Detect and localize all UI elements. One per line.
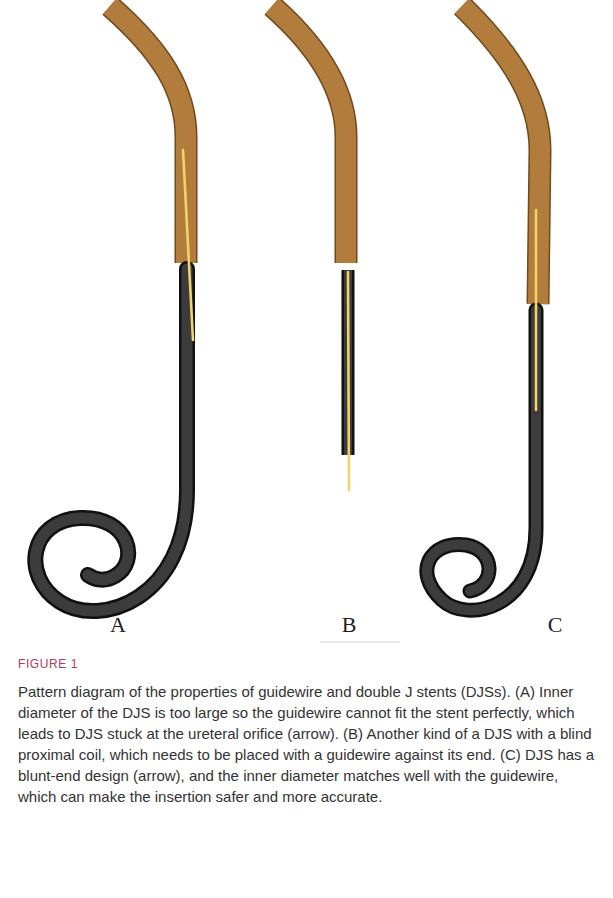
panel-letter: A — [103, 612, 133, 638]
scale-line — [320, 641, 400, 643]
panel-letter: C — [540, 612, 570, 638]
guidewires — [183, 150, 536, 490]
double-j-stents — [35, 269, 536, 611]
figure-caption: Pattern diagram of the properties of gui… — [18, 681, 596, 807]
figure-title: FIGURE 1 — [18, 657, 78, 671]
ureter-tubes — [110, 6, 540, 304]
panel-letter: B — [334, 612, 364, 638]
